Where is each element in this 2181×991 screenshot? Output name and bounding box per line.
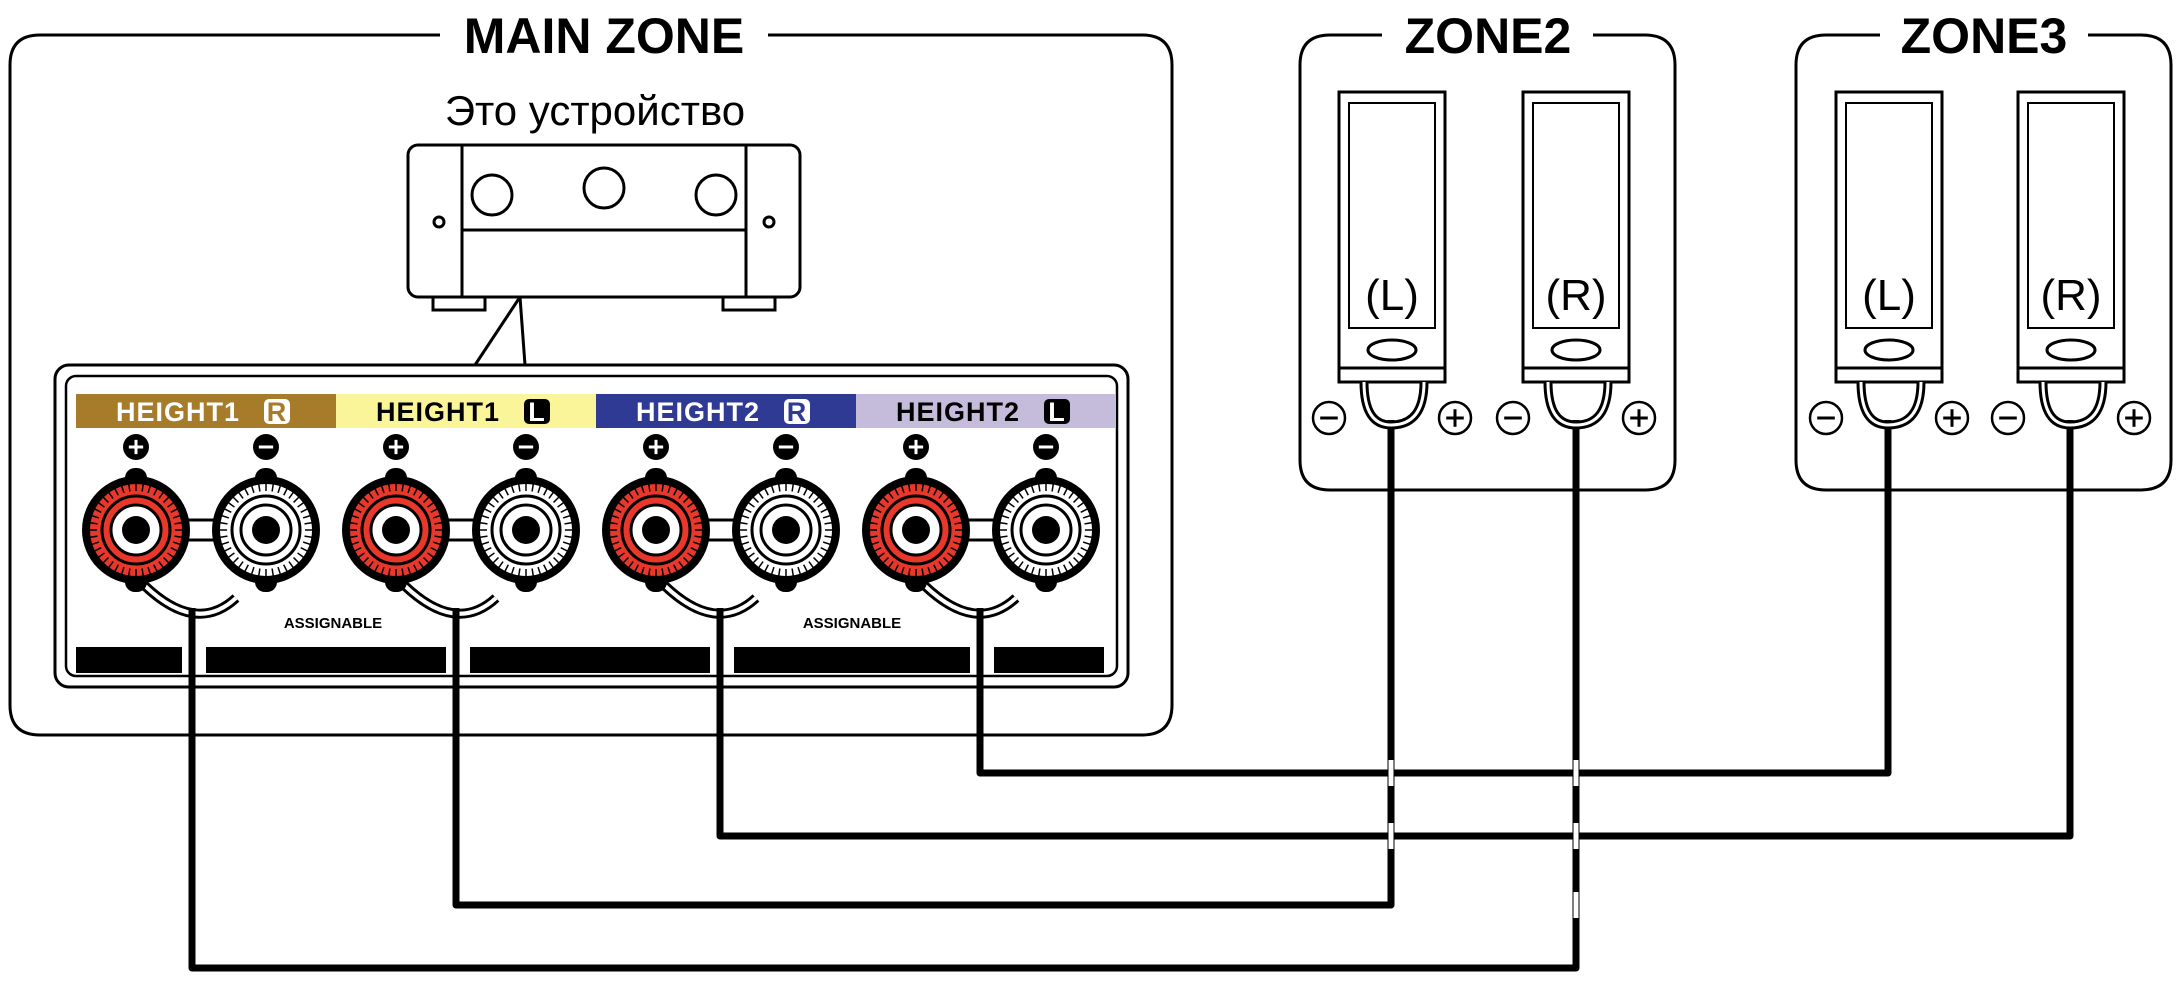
minus-icon [253,434,279,460]
terminal-1: HEIGHT1 R [76,394,336,619]
receiver-icon [406,143,802,312]
terminal-band [856,394,1116,428]
negative-terminal [732,468,840,592]
terminal-band [596,394,856,428]
wire-height1-r [188,420,1580,972]
positive-terminal [862,468,970,592]
plus-icon [383,434,409,460]
speaker-zone3-right: (R) [1990,90,2152,436]
minus-icon [1033,434,1059,460]
minus-icon [1311,400,1347,436]
wire-height1-l [452,420,1395,909]
speaker-zone2-left: (L) [1311,90,1473,436]
channel-badge [524,399,550,424]
plus-icon [1621,400,1657,436]
speaker-channel-label: (R) [1545,271,1606,320]
speaker-grille [1845,102,1933,329]
wire-loop-inner [922,583,1018,616]
channel-label: R [267,397,288,427]
speaker-grille [1348,102,1436,329]
channel-label: L [528,397,546,427]
negative-terminal [472,468,580,592]
wire-height2-r [716,420,2074,840]
speaker-wires [188,420,2074,972]
terminal-label: HEIGHT2 [636,397,760,427]
terminal-band [336,394,596,428]
wire-height2-l [976,420,1892,777]
terminal-label: HEIGHT2 [896,397,1020,427]
terminal-4: HEIGHT2 L [856,394,1116,619]
positive-terminal [82,468,190,592]
callout-lines [473,296,527,366]
speaker-channel-label: (L) [1365,271,1419,320]
assignable-label-1: ASSIGNABLE [284,615,382,632]
terminal-band [76,394,336,428]
terminal-3: HEIGHT2 R [596,394,856,619]
plus-icon [903,434,929,460]
speaker-terminal-plate [1366,338,1418,362]
minus-icon [1990,400,2026,436]
plus-icon [2116,400,2152,436]
negative-terminal [992,468,1100,592]
speakers: (L) (R) (L) (R) [1311,90,2152,436]
minus-icon [1808,400,1844,436]
speaker-zone2-right: (R) [1495,90,1657,436]
plus-icon [1934,400,1970,436]
plus-icon [1437,400,1473,436]
terminal-label: HEIGHT1 [376,397,500,427]
wire-loop-inner [662,583,758,616]
plus-icon [123,434,149,460]
assignable-label-2: ASSIGNABLE [803,615,901,632]
channel-badge [784,399,810,424]
channel-label: R [787,397,808,427]
speaker-terminal-plate [2045,338,2097,362]
device-label: Это устройство [445,87,745,134]
wire-crossings [1388,760,1579,918]
speaker-grille [1532,102,1620,329]
channel-label: L [1048,397,1066,427]
main-zone-title: MAIN ZONE [464,8,745,64]
zone3-frame [1794,33,2173,492]
speaker-terminal-plate [1550,338,1602,362]
minus-icon [513,434,539,460]
channel-badge [264,399,290,424]
minus-icon [773,434,799,460]
plus-icon [643,434,669,460]
speaker-grille [2027,102,2115,329]
terminal-label: HEIGHT1 [116,397,240,427]
zone3-title: ZONE3 [1901,8,2068,64]
terminal-panel [53,363,1130,689]
negative-terminal [212,468,320,592]
speaker-channel-label: (L) [1862,271,1916,320]
zone2-title: ZONE2 [1405,8,1572,64]
positive-terminal [602,468,710,592]
speaker-channel-label: (R) [2040,271,2101,320]
positive-terminal [342,468,450,592]
channel-badge [1044,399,1070,424]
main-zone-frame [8,33,1174,737]
minus-icon [1495,400,1531,436]
terminal-groups: HEIGHT1 R HEIGHT1 L HEIGHT2 R HEIGHT2 L [76,394,1116,619]
speaker-zone3-left: (L) [1808,90,1970,436]
terminal-2: HEIGHT1 L [336,394,596,619]
zone2-frame [1298,33,1677,492]
speaker-terminal-plate [1863,338,1915,362]
